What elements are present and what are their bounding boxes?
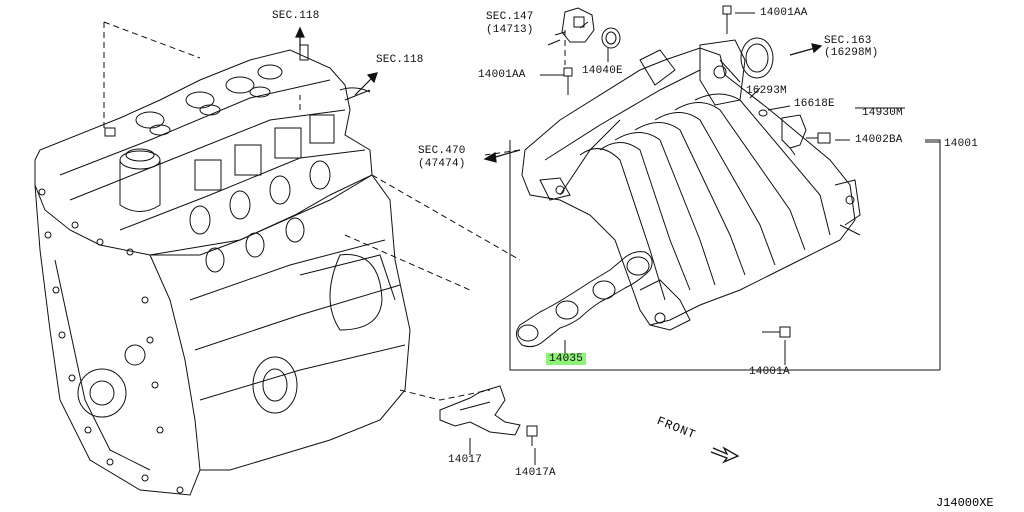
label-14001aa-top: 14001AA <box>760 7 808 19</box>
label-16298m: (16298M) <box>824 47 879 59</box>
intake-manifold-drawing <box>521 39 861 331</box>
label-sec118-right: SEC.118 <box>376 54 424 66</box>
arrow-up-icon <box>295 26 305 50</box>
label-sec163: SEC.163 <box>824 35 872 47</box>
label-16618e: 16618E <box>794 98 835 110</box>
label-sec118-top: SEC.118 <box>272 10 320 22</box>
label-14002ba: 14002BA <box>855 134 903 146</box>
label-16293m: 16293M <box>746 85 787 97</box>
label-14713: (14713) <box>486 24 534 36</box>
diagram-code: J14000XE <box>936 496 994 510</box>
arrow-left-icon <box>483 149 521 163</box>
pcv-valve-drawing <box>547 7 595 46</box>
label-14001: 14001 <box>944 138 979 150</box>
arrow-right-icon <box>789 43 823 56</box>
label-sec470: SEC.470 <box>418 145 466 157</box>
label-14930m: 14930M <box>862 107 903 119</box>
label-14017: 14017 <box>448 454 483 466</box>
label-14035: 14035 <box>546 353 587 365</box>
engine-block-drawing <box>34 44 411 496</box>
manifold-gasket-drawing <box>516 251 653 348</box>
label-14001aa-left: 14001AA <box>478 69 526 81</box>
label-47474: (47474) <box>418 158 466 170</box>
o-ring-drawing <box>601 27 621 49</box>
bolt-drawings <box>526 5 831 446</box>
group-bracket <box>509 140 940 371</box>
front-arrow-icon <box>710 446 740 464</box>
throttle-gasket-drawing <box>740 37 774 79</box>
label-14001a: 14001A <box>749 366 790 378</box>
sensor-drawing <box>758 109 807 156</box>
bracket-drawing <box>439 385 521 436</box>
label-sec147: SEC.147 <box>486 11 534 23</box>
label-14017a: 14017A <box>515 467 556 479</box>
arrow-right-icon <box>354 72 378 96</box>
label-14040e: 14040E <box>582 65 623 77</box>
